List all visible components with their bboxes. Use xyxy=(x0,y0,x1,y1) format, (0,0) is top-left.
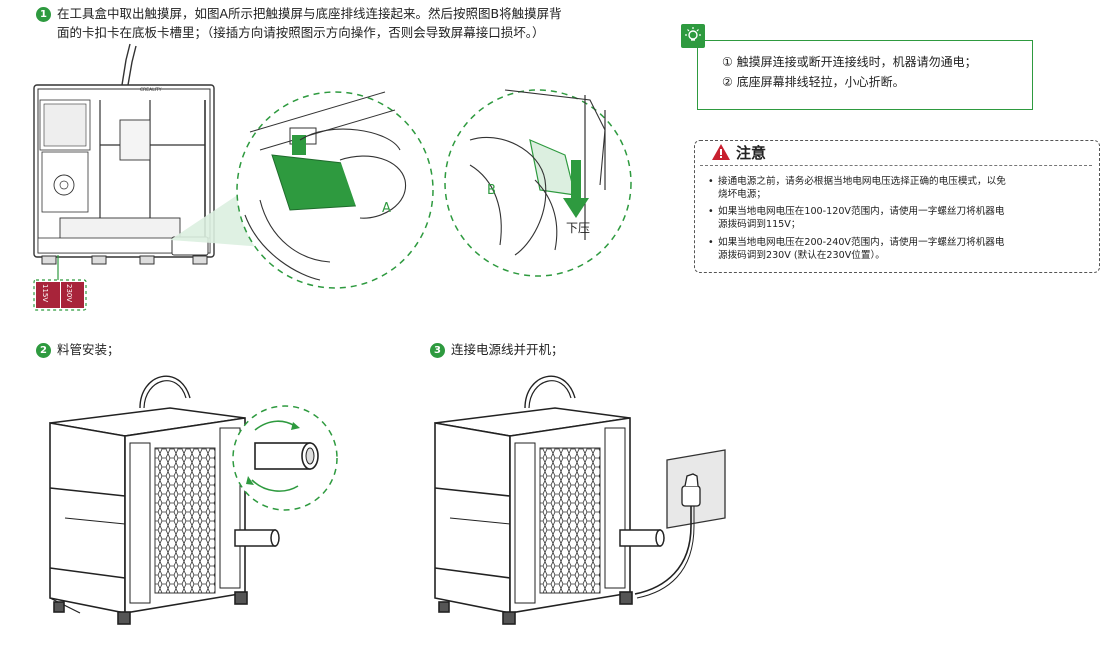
bullet2-line2: 源拨码调到115V； xyxy=(718,218,801,230)
caution-divider xyxy=(700,165,1092,166)
printer-front-view xyxy=(33,43,215,265)
step2-text: 料管安装； xyxy=(57,342,120,357)
step3-text: 连接电源线并开机； xyxy=(451,342,564,357)
step1-text-line1: 在工具盒中取出触摸屏，如图A所示把触摸屏与底座排线连接起来。然后按照图B将触摸屏… xyxy=(57,6,562,21)
caution-title: 注意 xyxy=(736,144,767,162)
printer-3d-view-step3 xyxy=(434,375,633,625)
step1-number-badge: 1 xyxy=(36,7,51,22)
switch-230-label: 230V xyxy=(65,284,73,302)
step2-number-badge: 2 xyxy=(36,343,51,358)
filament-tube xyxy=(234,529,276,547)
step1-text-line2: 面的卡扣卡在底板卡槽里；（接插方向请按照图示方向操作，否则会导致屏幕接口损坏。） xyxy=(57,25,545,40)
caution-bullet-2: 如果当地电网电压在100-120V范围内，请使用一字螺丝刀将机器电 源拨码调到1… xyxy=(708,206,1093,231)
step3-number-badge: 3 xyxy=(430,343,445,358)
bullet3-line1: 如果当地电网电压在200-240V范围内，请使用一字螺丝刀将机器电 xyxy=(708,237,1093,250)
step1-instructions: 1 在工具盒中取出触摸屏，如图A所示把触摸屏与底座排线连接起来。然后按照图B将触摸… xyxy=(36,4,676,42)
tip-item-1: ① 触摸屏连接或断开连接线时，机器请勿通电； xyxy=(722,55,977,69)
honeycomb-side-panel xyxy=(154,447,216,594)
bullet1-line1: 接通电源之前，请务必根据当地电网电压选择正确的电压模式，以免 xyxy=(708,176,1093,189)
voltage-switch-callout xyxy=(33,279,87,311)
detail-circle-a xyxy=(236,91,434,289)
honeycomb-side-panel-3 xyxy=(539,447,601,594)
tip-box xyxy=(697,40,1033,110)
step3-illustration xyxy=(434,375,726,625)
caution-box xyxy=(694,140,1100,273)
printer-brand-label: CREALITY xyxy=(140,87,162,93)
step1-illustration: CREALITY A B 下压 115V 230V xyxy=(33,43,632,311)
detail-circle-b xyxy=(444,89,632,277)
label-b: B xyxy=(487,183,496,198)
printer-3d-view-step2 xyxy=(49,375,248,625)
caution-bullet-1: 接通电源之前，请务必根据当地电网电压选择正确的电压模式，以免 烧坏电源； xyxy=(708,176,1093,201)
switch-115-label: 115V xyxy=(41,284,49,302)
bullet3-line2: 源拨码调到230V (默认在230V位置）。 xyxy=(718,249,885,261)
bullet1-line2: 烧坏电源； xyxy=(718,188,766,200)
warning-icon xyxy=(712,144,730,160)
step1-line1: 1 在工具盒中取出触摸屏，如图A所示把触摸屏与底座排线连接起来。然后按照图B将触摸… xyxy=(36,4,676,23)
lightbulb-icon xyxy=(681,24,705,48)
tip-item-2: ② 底座屏幕排线轻拉，小心折断。 xyxy=(722,75,905,89)
power-plug xyxy=(634,473,701,599)
bullet2-line1: 如果当地电网电压在100-120V范围内，请使用一字螺丝刀将机器电 xyxy=(708,206,1093,219)
step2-heading: 2 料管安装； xyxy=(36,340,120,359)
step2-illustration xyxy=(49,375,338,625)
step3-heading: 3 连接电源线并开机； xyxy=(430,340,564,359)
press-down-label: 下压 xyxy=(566,221,590,235)
caution-bullet-3: 如果当地电网电压在200-240V范围内，请使用一字螺丝刀将机器电 源拨码调到2… xyxy=(708,237,1093,262)
label-a: A xyxy=(382,201,391,216)
